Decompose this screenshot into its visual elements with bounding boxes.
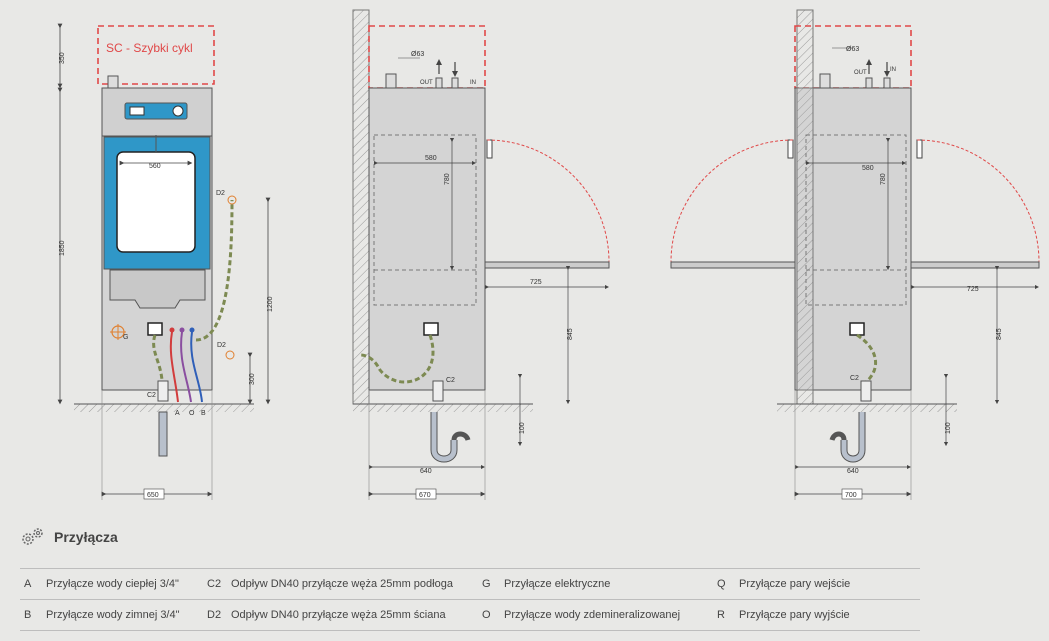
label-in-a: IN bbox=[470, 80, 476, 86]
label-d2-bottom: D2 bbox=[217, 342, 226, 349]
front-floor bbox=[74, 404, 254, 412]
dim-100-a: 100 bbox=[519, 422, 526, 434]
front-lower-panel bbox=[109, 269, 206, 309]
legend-label: Przyłącze pary wyjście bbox=[739, 609, 850, 621]
installation-drawing: SC - Szybki cykl 560 G D2 D2 C2 A O B bbox=[57, 9, 1040, 500]
legend-code: D2 bbox=[207, 609, 222, 621]
dim-640-b: 640 bbox=[847, 468, 859, 475]
legend-code: R bbox=[717, 609, 725, 621]
legend-label: Odpływ DN40 przyłącze węża 25mm podłoga bbox=[231, 578, 453, 590]
display-icon bbox=[129, 106, 145, 116]
open-door-a bbox=[484, 261, 610, 269]
label-in-b: IN bbox=[890, 67, 896, 73]
label-c2-right: C2 bbox=[850, 375, 859, 382]
legend-label: Odpływ DN40 przyłącze węża 25mm ściana bbox=[231, 609, 446, 621]
front-clearance-box bbox=[97, 25, 215, 85]
legend-code: Q bbox=[717, 578, 726, 590]
legend-code: B bbox=[24, 609, 32, 621]
label-g: G bbox=[123, 334, 128, 341]
dim-670: 670 bbox=[419, 492, 431, 499]
front-top-fitting bbox=[107, 75, 119, 89]
gears-icon bbox=[22, 528, 43, 545]
side-machine-body bbox=[368, 87, 486, 391]
section-header: Przyłącza bbox=[20, 526, 118, 548]
label-c2-mid: C2 bbox=[446, 377, 455, 384]
dim-845-a: 845 bbox=[567, 328, 574, 340]
dim-300: 300 bbox=[249, 373, 256, 385]
dim-725-a: 725 bbox=[530, 279, 542, 286]
section-title: Przyłącza bbox=[54, 529, 118, 545]
dim-phi63-b: Ø63 bbox=[846, 46, 859, 53]
dim-650: 650 bbox=[147, 492, 159, 499]
knob-icon bbox=[172, 105, 184, 117]
cycle-label: SC - Szybki cykl bbox=[106, 41, 193, 55]
label-out-a: OUT bbox=[420, 80, 433, 86]
label-a: A bbox=[175, 410, 180, 417]
legend-label: Przyłącze elektryczne bbox=[504, 578, 611, 590]
label-c2-front: C2 bbox=[147, 392, 156, 399]
side-view-wall: Ø63 OUT IN R Q 580 780 725 845 C2 100 bbox=[352, 9, 610, 500]
wall-middle bbox=[352, 9, 370, 405]
legend-row: B Przyłącze wody zimnej 3/4" D2 Odpływ DN4… bbox=[20, 599, 920, 631]
dim-560: 560 bbox=[149, 163, 161, 170]
legend-label: Przyłącze wody zimnej 3/4" bbox=[46, 609, 180, 621]
legend-label: Przyłącze pary wejście bbox=[739, 578, 851, 590]
legend-code: O bbox=[482, 609, 491, 621]
dim-580-a: 580 bbox=[425, 155, 437, 162]
label-out-b: OUT bbox=[854, 70, 867, 76]
side-view-through-wall: Ø63 OUT IN R Q 580 780 725 845 C2 bbox=[670, 9, 1040, 500]
dim-780-a: 780 bbox=[444, 173, 451, 185]
dim-1200: 1200 bbox=[267, 296, 274, 312]
legend-label: Przyłącze wody ciepłej 3/4" bbox=[46, 578, 179, 590]
legend-code: C2 bbox=[207, 578, 222, 590]
open-door-b bbox=[910, 261, 1040, 269]
dim-845-b: 845 bbox=[996, 328, 1003, 340]
legend-label: Przyłącze wody zdemineralizowanej bbox=[504, 609, 681, 621]
dim-100-b: 100 bbox=[945, 422, 952, 434]
dim-350: 350 bbox=[59, 52, 66, 64]
dim-580-b: 580 bbox=[862, 165, 874, 172]
right-machine-body bbox=[794, 87, 912, 391]
legend-row: A Przyłącze wody ciepłej 3/4" C2 Odpływ DN… bbox=[20, 568, 920, 599]
legend-code: G bbox=[482, 578, 491, 590]
dim-phi63-a: Ø63 bbox=[411, 51, 424, 58]
label-b: B bbox=[201, 410, 206, 417]
dim-1850: 1850 bbox=[59, 240, 66, 256]
label-d2-top: D2 bbox=[216, 190, 225, 197]
dim-725-b: 725 bbox=[967, 286, 979, 293]
legend-code: A bbox=[24, 578, 32, 590]
label-o: O bbox=[189, 410, 195, 417]
dim-640-a: 640 bbox=[420, 468, 432, 475]
dim-700: 700 bbox=[845, 492, 857, 499]
dim-780-b: 780 bbox=[880, 173, 887, 185]
electric-socket-icon bbox=[147, 322, 163, 336]
front-view: SC - Szybki cykl 560 G D2 D2 C2 A O B bbox=[57, 23, 274, 500]
